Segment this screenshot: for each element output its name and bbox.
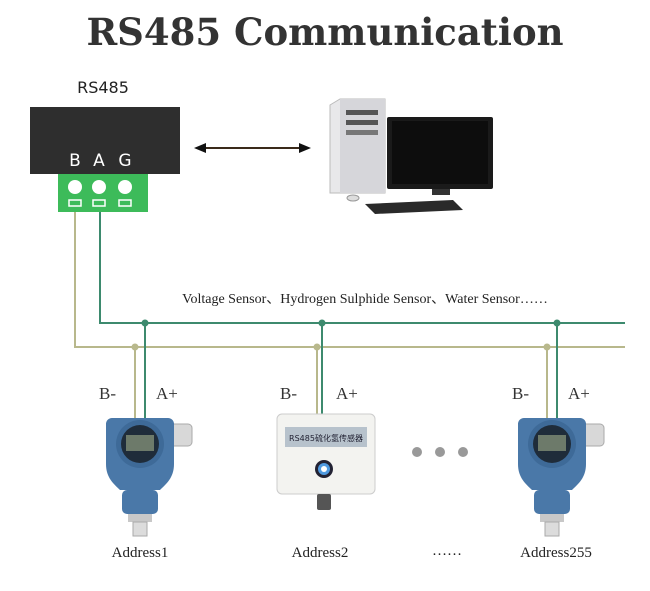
- bidirectional-arrow-icon: [194, 143, 311, 153]
- address-ellipsis: ……: [432, 543, 462, 559]
- pressure-transmitter-255: [517, 417, 605, 537]
- terminal-b: B: [69, 151, 81, 171]
- page-title: RS485 Communication: [86, 10, 563, 54]
- address-1: Address1: [112, 545, 169, 561]
- sensor-panel-text: RS485硫化氢传感器: [289, 433, 363, 443]
- terminal-screws: [68, 180, 132, 194]
- b-minus-label-3: B-: [512, 384, 529, 403]
- terminal-g: G: [118, 151, 131, 171]
- b-minus-label-1: B-: [99, 384, 116, 403]
- address-255: Address255: [520, 545, 592, 561]
- bus-wires: [74, 212, 625, 418]
- address-2: Address2: [292, 545, 349, 561]
- a-wire: [99, 212, 625, 324]
- bus-caption: Voltage Sensor、Hydrogen Sulphide Sensor、…: [182, 292, 548, 307]
- rs485-module: [30, 107, 180, 174]
- a-plus-label-1: A+: [156, 384, 178, 403]
- terminal-a: A: [93, 151, 105, 171]
- a-plus-label-3: A+: [568, 384, 590, 403]
- junction-dots: [131, 319, 561, 351]
- a-plus-label-2: A+: [336, 384, 358, 403]
- module-label: RS485: [77, 78, 129, 97]
- more-devices-dots: [412, 447, 468, 457]
- b-wire: [74, 212, 625, 348]
- computer-icon: [329, 98, 493, 214]
- b-minus-label-2: B-: [280, 384, 297, 403]
- pressure-transmitter-1: [105, 417, 193, 537]
- gas-sensor-box: RS485硫化氢传感器: [276, 413, 376, 510]
- terminal-slots: [68, 199, 132, 207]
